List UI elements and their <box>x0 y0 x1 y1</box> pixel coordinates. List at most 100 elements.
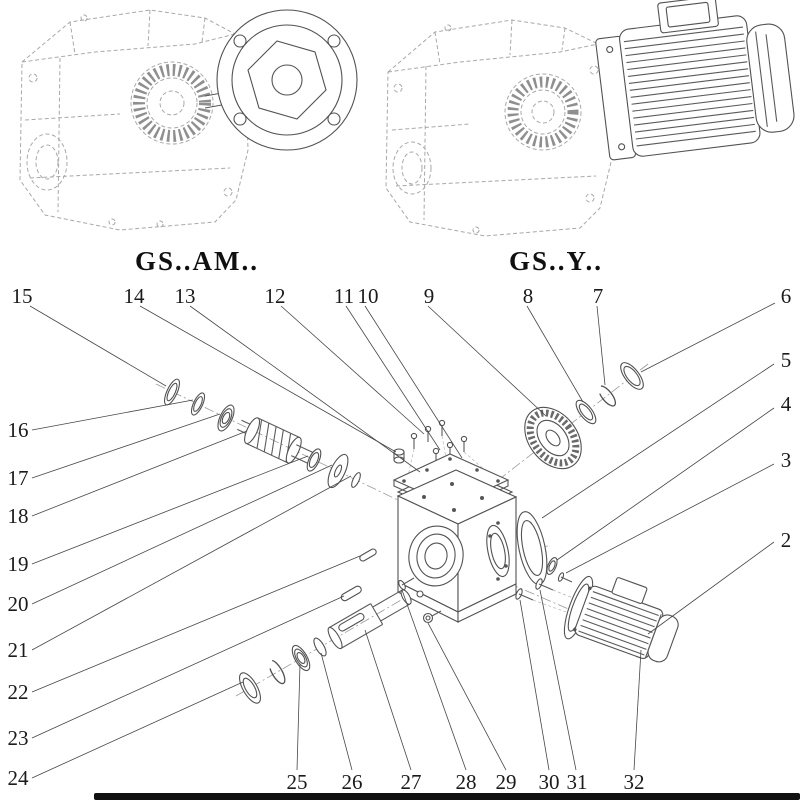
callout-3: 3 <box>781 448 792 472</box>
shaft-keyway <box>338 612 365 632</box>
callout-14: 14 <box>124 284 146 308</box>
leader-8 <box>526 305 584 403</box>
callout-25: 25 <box>287 770 308 794</box>
callout-10: 10 <box>358 284 379 308</box>
callout-9: 9 <box>424 284 435 308</box>
leader-15 <box>29 305 167 387</box>
leader-2 <box>647 541 775 635</box>
input-bearing <box>217 404 235 432</box>
callout-15: 15 <box>12 284 33 308</box>
callout-numbers: 15 14 13 12 11 10 9 8 7 6 5 4 3 2 16 17 … <box>8 284 792 794</box>
callout-19: 19 <box>8 552 29 576</box>
output-flat-ring <box>239 672 261 704</box>
leader-6 <box>640 302 776 373</box>
callout-32: 32 <box>624 770 645 794</box>
leader-25 <box>296 663 301 771</box>
motor-exploded <box>563 575 679 663</box>
motor-exploded-fins <box>578 591 659 656</box>
callout-6: 6 <box>781 284 792 308</box>
callout-29: 29 <box>496 770 517 794</box>
leader-12 <box>280 305 425 435</box>
input-bearing-2 <box>306 448 322 472</box>
flange-seal-ring <box>516 511 548 585</box>
motor-fan-cover <box>746 23 795 133</box>
callout-23: 23 <box>8 726 29 750</box>
leader-7 <box>596 305 606 386</box>
output-bearing <box>291 644 311 672</box>
leader-lines <box>29 302 776 779</box>
callout-27: 27 <box>401 770 422 794</box>
leader-30 <box>519 599 550 771</box>
motor-fins <box>623 26 756 147</box>
drain-plug <box>422 610 442 624</box>
am-output-flange <box>216 9 358 151</box>
output-spacer-ring <box>313 637 327 657</box>
leader-16 <box>31 399 194 431</box>
leader-17 <box>31 413 221 479</box>
input-shaft-parts <box>163 378 361 489</box>
vent-plug <box>393 448 405 464</box>
gear-seal-ring <box>620 362 644 390</box>
y-motor <box>595 0 795 161</box>
gearbox-am-housing <box>19 9 249 231</box>
helical-gear <box>524 406 582 470</box>
leader-20 <box>31 464 333 605</box>
leader-22 <box>31 555 361 693</box>
motor-washer <box>546 557 558 575</box>
gearbox-y-bore <box>504 73 582 151</box>
leader-9 <box>427 305 547 417</box>
leader-4 <box>556 407 775 561</box>
callout-5: 5 <box>781 348 792 372</box>
input-retaining-ring <box>351 472 361 488</box>
leader-23 <box>31 595 345 739</box>
leader-28 <box>401 589 467 771</box>
leader-5 <box>541 363 775 519</box>
callout-13: 13 <box>175 284 196 308</box>
callout-17: 17 <box>8 466 29 490</box>
gearbox-am-drawing <box>19 9 358 231</box>
shaft-key <box>340 585 362 602</box>
callout-20: 20 <box>8 592 29 616</box>
callout-7: 7 <box>593 284 604 308</box>
housing-bolt <box>398 577 415 591</box>
leader-10 <box>364 305 463 459</box>
callout-26: 26 <box>342 770 363 794</box>
gearbox-y-drawing <box>385 0 795 237</box>
callout-31: 31 <box>567 770 588 794</box>
leader-31 <box>539 589 577 771</box>
leader-32 <box>633 649 642 771</box>
motor-bolt-a <box>515 588 534 601</box>
leader-14 <box>139 305 397 453</box>
callout-30: 30 <box>539 770 560 794</box>
leader-19 <box>31 455 309 565</box>
bottom-border-bar <box>94 793 800 800</box>
gear-circlip <box>597 385 617 407</box>
input-seal-ring <box>163 378 181 406</box>
leader-13 <box>189 305 421 473</box>
motor-screw <box>557 572 573 583</box>
leader-3 <box>565 463 775 574</box>
leader-18 <box>31 430 248 517</box>
leader-27 <box>364 629 412 771</box>
callout-8: 8 <box>523 284 534 308</box>
cover-bolts <box>407 419 495 479</box>
gearbox-y-housing <box>385 19 613 237</box>
exploded-view: 15 14 13 12 11 10 9 8 7 6 5 4 3 2 16 17 … <box>8 284 792 794</box>
motor-bolt-b <box>535 578 554 591</box>
callout-16: 16 <box>8 418 29 442</box>
dowel-pin <box>359 548 377 562</box>
leader-24 <box>31 681 244 779</box>
callout-11: 11 <box>334 284 354 308</box>
small-fasteners <box>359 548 579 624</box>
gear-washer <box>575 399 597 425</box>
callout-24: 24 <box>8 766 30 790</box>
model-label-y: GS..Y.. <box>509 246 603 276</box>
callout-21: 21 <box>8 638 29 662</box>
model-label-am: GS..AM.. <box>135 246 259 276</box>
leader-29 <box>427 622 507 771</box>
callout-2: 2 <box>781 528 792 552</box>
output-shaft <box>327 589 412 650</box>
leader-21 <box>31 475 352 651</box>
